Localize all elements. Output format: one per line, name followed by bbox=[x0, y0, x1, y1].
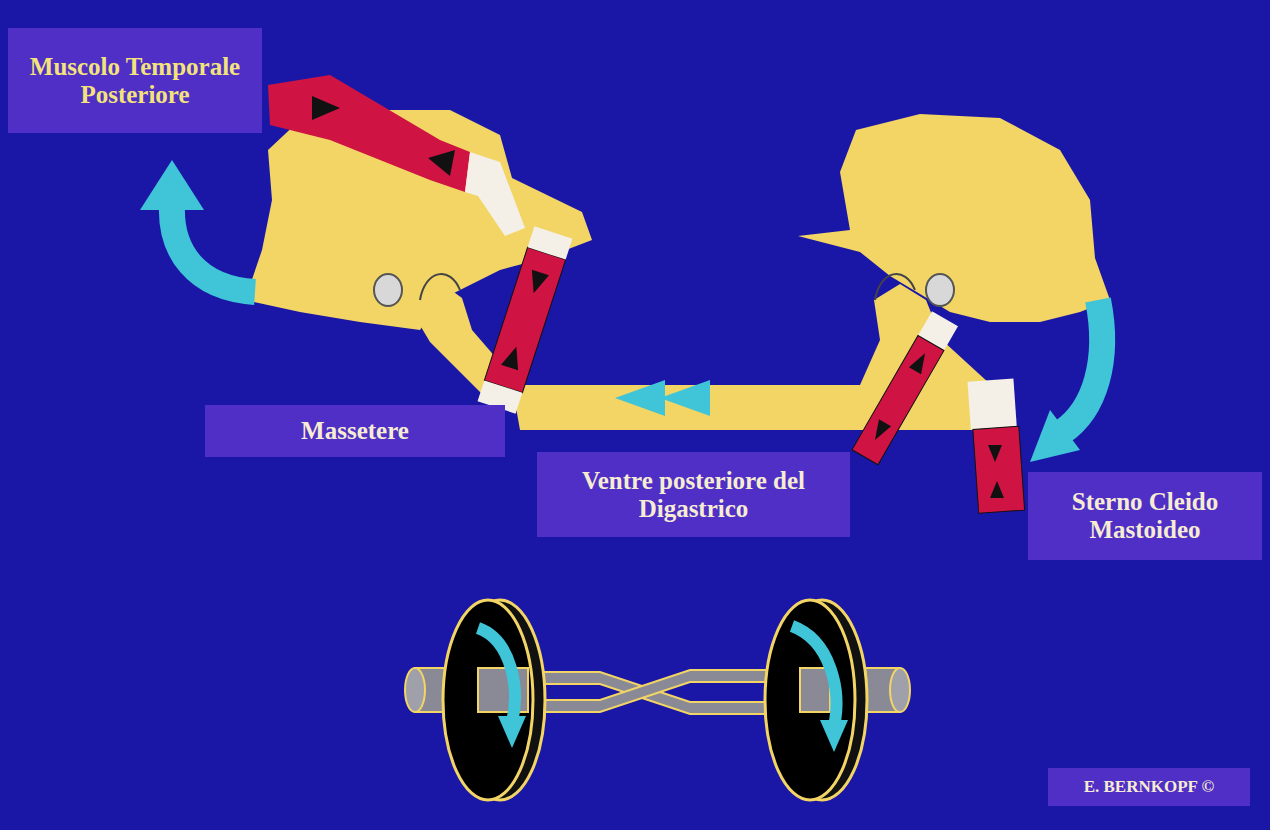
muscle-label-box: Muscolo Temporale Posteriore bbox=[8, 28, 262, 133]
arrow-head bbox=[820, 720, 848, 752]
signature-box: E. BERNKOPF © bbox=[1048, 768, 1250, 806]
temporal-muscle bbox=[268, 75, 470, 192]
shaft bbox=[800, 668, 830, 712]
right-joint bbox=[875, 274, 915, 300]
wheel-rotation-arrow bbox=[478, 628, 515, 722]
muscle-label-box: Ventre posteriore del Digastrico bbox=[537, 452, 850, 537]
masseter-tendon bbox=[528, 226, 573, 259]
label-text: Ventre posteriore del Digastrico bbox=[545, 467, 842, 523]
twisted-shaft bbox=[520, 670, 780, 712]
scm-tendon bbox=[968, 379, 1017, 430]
muscle-arrow bbox=[990, 481, 1004, 498]
muscle-arrow bbox=[988, 445, 1002, 462]
muscle-arrow bbox=[869, 419, 891, 443]
rotation-arrow bbox=[172, 205, 255, 292]
shaft-end bbox=[405, 668, 425, 712]
right-ear bbox=[926, 274, 954, 306]
wheel bbox=[765, 600, 855, 800]
right-skull bbox=[798, 114, 1110, 322]
masseter-group bbox=[478, 226, 573, 413]
shift-chevron bbox=[660, 380, 710, 416]
arrow-head bbox=[498, 716, 526, 748]
label-text: Sterno Cleido Mastoideo bbox=[1036, 488, 1254, 544]
wheel bbox=[443, 600, 533, 800]
shift-chevron bbox=[615, 380, 665, 416]
shaft-end bbox=[890, 668, 910, 712]
temporal-tendon bbox=[465, 152, 525, 236]
label-text: E. BERNKOPF © bbox=[1084, 777, 1215, 796]
digastric-group bbox=[852, 311, 958, 465]
muscle-arrow bbox=[909, 350, 931, 374]
label-text: Muscolo Temporale Posteriore bbox=[16, 53, 254, 109]
muscle-label-box: Sterno Cleido Mastoideo bbox=[1028, 472, 1262, 560]
arrow-head bbox=[1030, 410, 1080, 462]
muscle-arrow bbox=[525, 270, 549, 296]
muscle-arrow bbox=[501, 344, 525, 370]
digastric-muscle bbox=[852, 335, 944, 464]
muscle-arrow bbox=[428, 150, 455, 176]
muscle-label-box: Massetere bbox=[205, 405, 505, 457]
left-joint bbox=[420, 274, 460, 300]
wheel-rotation-arrow bbox=[792, 626, 836, 726]
muscle-arrow bbox=[312, 96, 340, 120]
label-text: Massetere bbox=[301, 417, 409, 445]
scm-muscle bbox=[973, 426, 1025, 513]
masseter-muscle bbox=[484, 247, 565, 393]
arrow-head bbox=[140, 160, 204, 210]
rotation-arrow bbox=[1062, 300, 1102, 432]
left-ear bbox=[374, 274, 402, 306]
